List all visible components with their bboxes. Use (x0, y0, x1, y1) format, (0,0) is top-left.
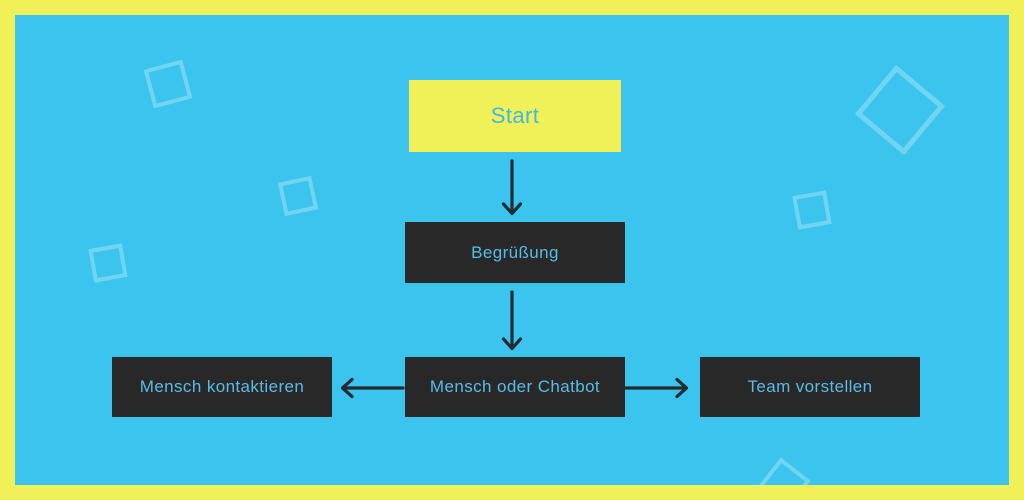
decorative-square (143, 59, 193, 109)
node-start[interactable]: Start (409, 80, 621, 152)
decorative-square (277, 175, 319, 217)
node-start-label: Start (490, 103, 540, 128)
decorative-square (854, 64, 946, 156)
node-mensch-kontaktieren[interactable]: Mensch kontaktieren (112, 357, 332, 417)
node-mensch-kontaktieren-label: Mensch kontaktieren (139, 377, 305, 396)
decorative-square (757, 457, 811, 485)
node-begruessung-label: Begrüßung (471, 242, 559, 262)
decorative-square (792, 190, 832, 230)
arrow-down-2-head (501, 337, 523, 351)
flowchart-canvas: Start Begrüßung Mensch kontaktieren Mens… (15, 15, 1009, 485)
node-team-vorstellen-label: Team vorstellen (747, 377, 873, 396)
node-mensch-oder-chatbot-label: Mensch oder Chatbot (429, 377, 601, 396)
arrow-right-head (675, 377, 689, 399)
decorative-square (88, 243, 128, 283)
node-mensch-oder-chatbot[interactable]: Mensch oder Chatbot (405, 357, 625, 417)
arrow-down-1-head (501, 202, 523, 216)
arrow-left-head (340, 377, 354, 399)
node-team-vorstellen[interactable]: Team vorstellen (700, 357, 920, 417)
node-begruessung[interactable]: Begrüßung (405, 222, 625, 283)
